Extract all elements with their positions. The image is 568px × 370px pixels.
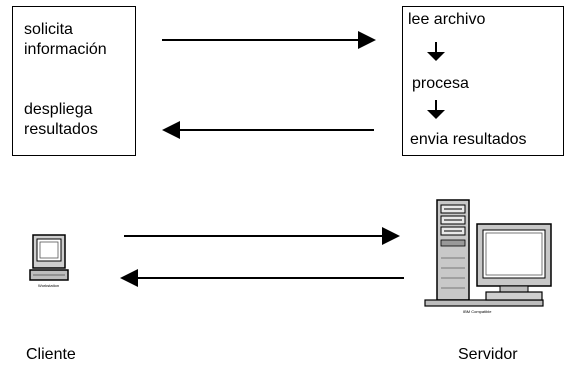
- client-display-line1: despliega: [24, 101, 93, 118]
- client-display-line2: resultados: [24, 121, 98, 138]
- client-request-line2: información: [24, 41, 107, 58]
- server-step-send-results: envia resultados: [410, 131, 527, 148]
- server-label: Servidor: [458, 346, 518, 363]
- server-step-read-file: lee archivo: [408, 11, 486, 28]
- response-arrow: [162, 121, 374, 139]
- network-receive-arrow: [120, 269, 404, 287]
- step-down-arrow-1: [427, 42, 445, 61]
- client-label: Cliente: [26, 346, 76, 363]
- step-down-arrow-2: [427, 100, 445, 119]
- server-computer-icon: [424, 199, 552, 307]
- server-process-box: [402, 6, 564, 156]
- workstation-icon: [29, 234, 69, 281]
- server-computer-caption: IBM Compatible: [463, 309, 492, 314]
- workstation-caption: Workstation: [38, 283, 60, 288]
- client-process-box: [12, 6, 136, 156]
- request-arrow: [162, 31, 376, 49]
- server-step-process: procesa: [412, 75, 469, 92]
- network-send-arrow: [124, 227, 400, 245]
- client-request-line1: solicita: [24, 21, 73, 38]
